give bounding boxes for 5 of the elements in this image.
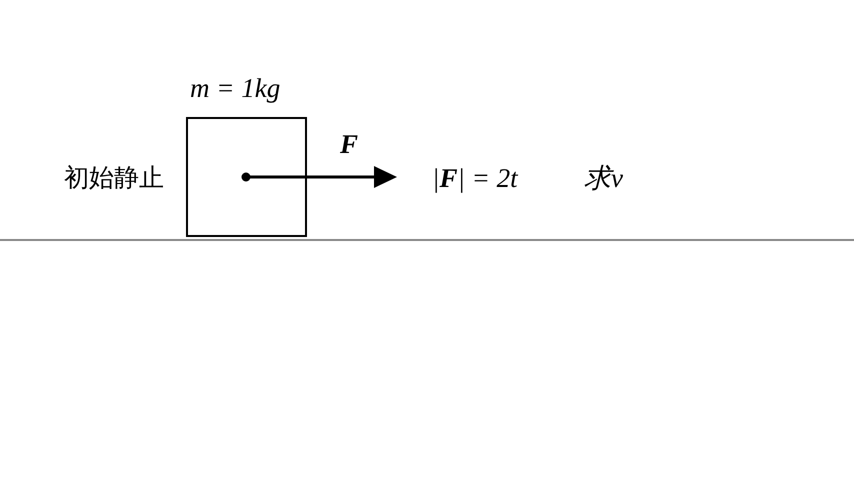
question-text: 求v xyxy=(584,162,623,194)
force-label: F xyxy=(340,128,358,160)
mass-label: m = 1kg xyxy=(190,72,280,104)
force-formula: |F| = 2t xyxy=(432,162,518,194)
state-note: 初始静止 xyxy=(64,162,164,194)
